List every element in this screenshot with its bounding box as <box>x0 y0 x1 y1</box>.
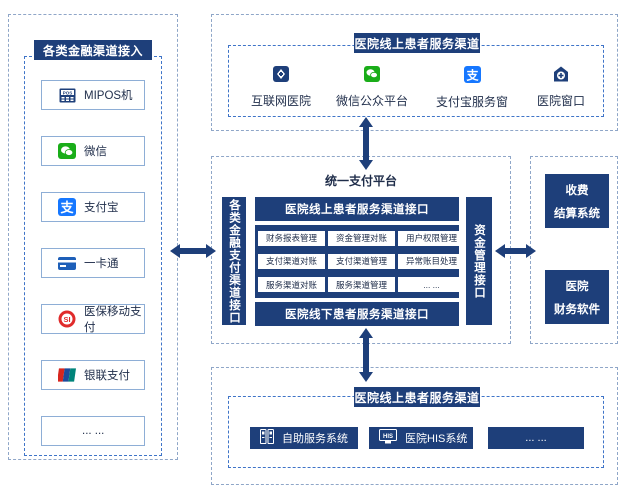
financial-channel-interface: 各类金融支付渠道接口 <box>222 197 246 325</box>
medical-insurance-icon: SI <box>58 310 76 328</box>
center-panel-title: 统一支付平台 <box>324 174 397 188</box>
channel-item-mipos[interactable]: POS MIPOS机 <box>41 80 145 110</box>
channel-item-label: 银联支付 <box>84 370 130 382</box>
channel-item-label: 医保移动支付 <box>84 306 142 334</box>
svg-text:POS: POS <box>62 90 72 95</box>
svg-text:HIS: HIS <box>383 434 393 440</box>
grid-cell-more[interactable]: ... ... <box>398 277 465 293</box>
grid-cell-financial-report[interactable]: 财务报表管理 <box>258 230 325 246</box>
kiosk-icon <box>260 429 274 447</box>
channel-item-card[interactable]: 一卡通 <box>41 248 145 278</box>
service-channel-label: 医院窗口 <box>536 94 585 108</box>
channel-item-label: MIPOS机 <box>84 90 133 102</box>
grid-cell-exception-handling[interactable]: 异常账目处理 <box>398 253 465 269</box>
bottom-panel-title: 医院线上患者服务渠道 <box>354 387 480 407</box>
bottom-panel <box>211 367 618 485</box>
unionpay-icon <box>58 367 76 383</box>
svg-text:支: 支 <box>465 67 479 82</box>
arrow-center-bottom <box>359 328 373 382</box>
billing-settlement-system[interactable]: 收费 结算系统 <box>545 174 609 228</box>
channel-item-label: 一卡通 <box>84 258 119 270</box>
billing-settlement-line1: 收费 <box>565 184 589 197</box>
finance-software-line1: 医院 <box>565 280 589 293</box>
service-channel-wechat[interactable]: 微信公众平台 <box>330 66 414 109</box>
more-systems[interactable]: ... ... <box>488 427 584 449</box>
card-icon <box>58 255 76 271</box>
left-panel-title: 各类金融渠道接入 <box>34 40 152 60</box>
fund-management-interface: 资金管理接口 <box>466 197 492 325</box>
alipay-icon: 支 <box>463 66 481 86</box>
service-channel-label: 支付宝服务窗 <box>435 95 508 109</box>
channel-item-medical-insurance[interactable]: SI 医保移动支付 <box>41 304 145 334</box>
channel-item-unionpay[interactable]: 银联支付 <box>41 360 145 390</box>
grid-cell-service-management[interactable]: 服务渠道管理 <box>328 277 395 293</box>
grid-cell-payment-reconciliation[interactable]: 支付渠道对账 <box>258 253 325 269</box>
service-channel-hospital-window[interactable]: 医院窗口 <box>524 66 598 109</box>
top-panel-title: 医院线上患者服务渠道 <box>354 33 480 53</box>
service-channel-internet-hospital[interactable]: 互联网医院 <box>242 66 320 109</box>
self-service-label: 自助服务系统 <box>282 433 348 445</box>
svg-text:SI: SI <box>63 315 70 324</box>
arrow-top-center <box>359 117 373 170</box>
arrow-left-center <box>170 244 216 258</box>
his-system-label: 医院HIS系统 <box>405 433 468 445</box>
more-systems-label: ... ... <box>525 432 547 444</box>
svg-text:支: 支 <box>59 200 74 216</box>
internet-hospital-icon <box>273 66 289 85</box>
alipay-icon: 支 <box>58 198 76 216</box>
service-channel-label: 微信公众平台 <box>335 94 408 108</box>
hospital-finance-software[interactable]: 医院 财务软件 <box>545 270 609 324</box>
channel-item-label: 支付宝 <box>84 202 119 214</box>
finance-software-line2: 财务软件 <box>554 303 600 316</box>
channel-item-alipay[interactable]: 支 支付宝 <box>41 192 145 222</box>
grid-cell-fund-reconciliation[interactable]: 资金管理对账 <box>328 230 395 246</box>
channel-item-label: ... ... <box>82 425 105 437</box>
wechat-icon <box>364 66 380 85</box>
left-panel <box>8 14 178 460</box>
channel-item-label: 微信 <box>84 146 107 158</box>
arrow-center-right <box>495 244 536 258</box>
his-icon: HIS <box>379 429 397 447</box>
pos-icon: POS <box>58 87 76 103</box>
top-panel <box>211 14 618 131</box>
grid-cell-user-permission[interactable]: 用户权限管理 <box>398 230 465 246</box>
function-grid: 财务报表管理 资金管理对账 用户权限管理 支付渠道对账 支付渠道管理 异常账目处… <box>255 225 465 298</box>
service-channel-alipay[interactable]: 支 支付宝服务窗 <box>430 66 514 110</box>
self-service-system[interactable]: 自助服务系统 <box>250 427 358 449</box>
billing-settlement-line2: 结算系统 <box>554 207 600 220</box>
hospital-window-icon <box>553 66 569 85</box>
wechat-icon <box>58 143 76 159</box>
offline-service-interface-bar: 医院线下患者服务渠道接口 <box>255 302 459 326</box>
channel-item-more[interactable]: ... ... <box>41 416 145 446</box>
service-channel-label: 互联网医院 <box>250 94 311 108</box>
channel-item-wechat[interactable]: 微信 <box>41 136 145 166</box>
grid-cell-payment-management[interactable]: 支付渠道管理 <box>328 253 395 269</box>
online-service-interface-bar: 医院线上患者服务渠道接口 <box>255 197 459 221</box>
his-system[interactable]: HIS 医院HIS系统 <box>369 427 473 449</box>
grid-cell-service-reconciliation[interactable]: 服务渠道对账 <box>258 277 325 293</box>
